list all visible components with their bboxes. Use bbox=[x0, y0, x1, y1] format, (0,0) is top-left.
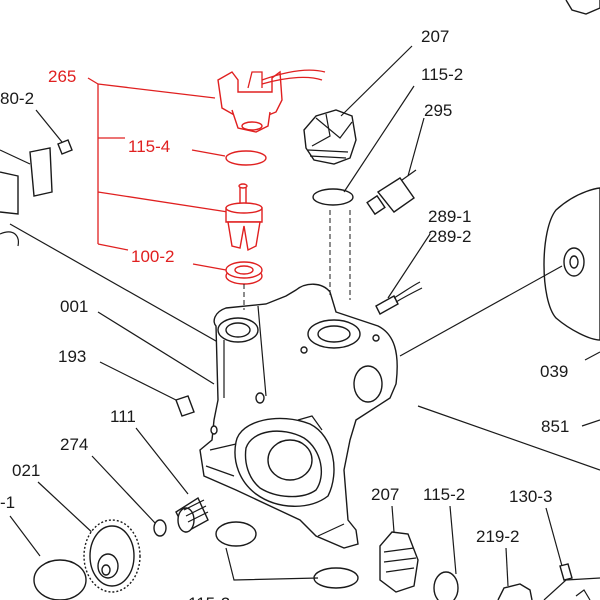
label-207-bottom: 207 bbox=[371, 485, 399, 504]
highlighted-part-group: 265 115-4 100-2 bbox=[48, 67, 326, 285]
part-021-gear bbox=[83, 519, 141, 593]
part-screw-left bbox=[57, 139, 73, 155]
part-115-2-bottom-oring bbox=[433, 571, 459, 600]
part-100-2-ring bbox=[225, 261, 263, 285]
label-115-4: 115-4 bbox=[128, 137, 170, 156]
label-289-2: 289-2 bbox=[428, 227, 471, 246]
label-274: 274 bbox=[60, 435, 88, 454]
label-115-2-bottom: 115-2 bbox=[423, 485, 465, 504]
part-oring-bottom-1 bbox=[215, 521, 257, 547]
part-219-2 bbox=[497, 583, 533, 600]
label-021: 021 bbox=[12, 461, 40, 480]
part-274-clip bbox=[153, 519, 167, 537]
part-265-cap bbox=[217, 69, 326, 133]
label-100-2: 100-2 bbox=[131, 247, 174, 266]
label-130-3: 130-3 bbox=[509, 487, 552, 506]
partial-part-top-right bbox=[565, 0, 600, 15]
part-289-pin bbox=[375, 281, 423, 315]
part-oring-bottom-2 bbox=[313, 567, 359, 589]
part-295-sensor bbox=[366, 169, 417, 216]
label-111: 111 bbox=[110, 407, 136, 426]
label-115-2-top: 115-2 bbox=[421, 65, 463, 84]
label-219-2: 219-2 bbox=[476, 527, 519, 546]
part-001-pump-housing bbox=[199, 283, 398, 549]
part-207-bottom bbox=[379, 531, 419, 593]
part-193-bolt bbox=[175, 395, 195, 417]
label-851: 851 bbox=[541, 417, 569, 436]
label-039: 039 bbox=[540, 362, 568, 381]
part-039-motor bbox=[543, 187, 600, 341]
part-impeller bbox=[225, 183, 263, 252]
label-bottom-cut: 115-2 bbox=[188, 594, 230, 600]
label-289-1: 289-1 bbox=[428, 207, 471, 226]
label-left-cut: -1 bbox=[0, 493, 15, 512]
part-207-top bbox=[303, 109, 357, 165]
part-111-fitting bbox=[175, 496, 209, 533]
part-bracket-left bbox=[0, 147, 53, 247]
part-130-3-screw bbox=[559, 563, 573, 581]
label-193: 193 bbox=[58, 347, 86, 366]
label-80-2: 80-2 bbox=[0, 89, 34, 108]
part-oring-bottom-left bbox=[33, 559, 87, 600]
label-207-top: 207 bbox=[421, 27, 449, 46]
part-115-2-top-oring bbox=[312, 188, 354, 206]
label-265: 265 bbox=[48, 67, 76, 86]
part-115-4-oring bbox=[225, 150, 267, 166]
label-001: 001 bbox=[60, 297, 88, 316]
label-295: 295 bbox=[424, 101, 452, 120]
